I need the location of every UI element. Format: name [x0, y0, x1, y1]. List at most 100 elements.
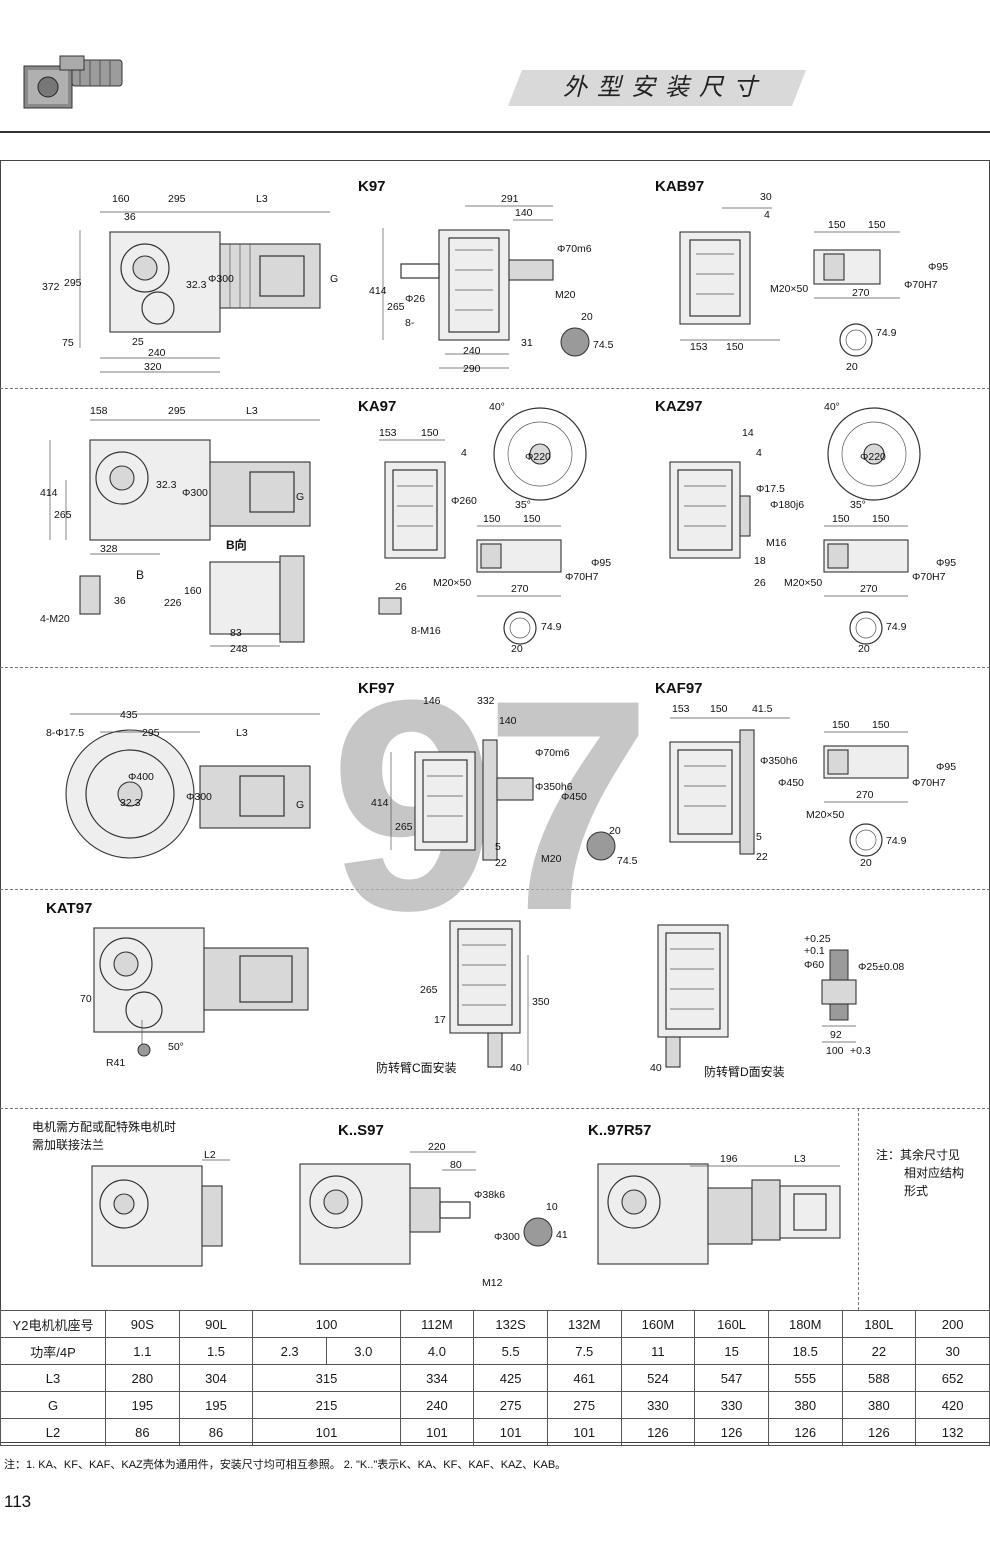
table-cell: 101 — [473, 1418, 548, 1446]
label-ks97: K..S97 — [338, 1122, 384, 1139]
kat97-bushing-detail: Φ60 +0.25 +0.1 Φ25±0.08 92 100 +0.3 — [804, 933, 904, 1057]
table-cell: 132M — [546, 1310, 622, 1338]
dimension-label: 270 — [860, 583, 878, 595]
dimension-label: 4 — [764, 209, 770, 221]
dimension-label: 80 — [450, 1159, 462, 1171]
dimension-label: 100 — [826, 1045, 844, 1057]
kat97-c-mount: 265 17 350 40 — [420, 920, 550, 1074]
dimension-label: 414 — [369, 285, 387, 297]
table-cell: 275 — [473, 1391, 548, 1419]
table-cell: 588 — [841, 1364, 917, 1392]
dimension-label: 8-M16 — [411, 625, 441, 637]
flange-note-1: 电机需方配或配特殊电机时 — [32, 1120, 177, 1134]
dimension-label: Φ350h6 — [535, 781, 573, 793]
dimension-label: Φ38k6 — [474, 1189, 505, 1201]
view-b-arrow: B — [136, 568, 145, 582]
dimension-label: 332 — [477, 695, 495, 707]
side-note-1: 注：其余尺寸见 — [876, 1148, 961, 1162]
dimension-label: Φ300 — [208, 273, 234, 285]
label-k97: K97 — [358, 178, 386, 195]
table-row: L3 280 304 315 334 425 461 524 547 555 5… — [0, 1364, 990, 1392]
dimension-label: 153 — [379, 427, 397, 439]
dimension-label: 22 — [756, 851, 768, 863]
dimension-label: M20×50 — [784, 577, 822, 589]
dimension-label: 40° — [824, 401, 840, 413]
dimension-label: 160 — [184, 585, 202, 597]
dimension-label: M20×50 — [433, 577, 471, 589]
page-title: 外型安装尺寸 — [563, 74, 767, 101]
label-ka97: KA97 — [358, 398, 397, 415]
row-header: 功率/4P — [0, 1337, 106, 1365]
section-divider — [0, 667, 990, 668]
dimension-label: 20 — [846, 361, 858, 373]
table-cell: 461 — [546, 1364, 622, 1392]
table-cell: 380 — [767, 1391, 843, 1419]
table-cell: 112M — [399, 1310, 475, 1338]
dimension-label: 150 — [710, 703, 728, 715]
dimension-label: 150 — [523, 513, 541, 525]
dimension-label: 10 — [546, 1201, 558, 1213]
table-cell: 22 — [841, 1337, 917, 1365]
kab97-views: 30 4 150 150 Φ95 Φ70H7 M20×50 270 153 15… — [679, 191, 948, 373]
dimension-label: 74.9 — [876, 327, 897, 339]
dimension-label: Φ220 — [525, 451, 551, 463]
dimension-label: 92 — [830, 1029, 842, 1041]
table-cell: 160M — [620, 1310, 696, 1338]
dimension-label: 140 — [515, 207, 533, 219]
table-cell: 180M — [767, 1310, 843, 1338]
title-banner — [508, 70, 806, 106]
page-number: 113 — [4, 1492, 32, 1511]
dimension-label: L3 — [794, 1153, 806, 1165]
dimension-label: 220 — [428, 1141, 446, 1153]
flange-note-2: 需加联接法兰 — [32, 1138, 105, 1152]
table-cell: 315 — [252, 1364, 401, 1392]
k97-side-view: 291 140 Φ70m6 414 265 Φ26 8- M20 240 290… — [369, 193, 614, 375]
row-header: Y2电机机座号 — [0, 1310, 106, 1338]
kf97-front-view: 8-Φ17.5 435 295 L3 Φ400 32.3 Φ300 G — [46, 709, 320, 859]
table-cell: 524 — [620, 1364, 696, 1392]
table-cell: 126 — [767, 1418, 843, 1446]
dimension-label: 290 — [463, 363, 481, 375]
dimension-label: Φ350h6 — [760, 755, 798, 767]
dimension-label: G — [296, 491, 304, 503]
dimension-label: Φ300 — [186, 791, 212, 803]
table-cell: 11 — [620, 1337, 696, 1365]
dimension-label: 14 — [742, 427, 754, 439]
dimension-label: 150 — [726, 341, 744, 353]
dimension-label: 320 — [144, 361, 162, 373]
dimension-label: 265 — [395, 821, 413, 833]
dimension-label: 295 — [142, 727, 160, 739]
table-cell: 90L — [178, 1310, 254, 1338]
dimension-label: 22 — [495, 857, 507, 869]
table-cell: 1.5 — [178, 1337, 254, 1365]
dimension-label: M20 — [541, 853, 562, 865]
dimension-label: 20 — [609, 825, 621, 837]
dimension-label: 41.5 — [752, 703, 773, 715]
table-cell: 334 — [399, 1364, 475, 1392]
dimension-label: 40 — [650, 1062, 662, 1074]
label-kaz97: KAZ97 — [655, 398, 703, 415]
dimension-label: 18 — [754, 555, 766, 567]
dimension-label: 74.9 — [886, 621, 907, 633]
dimension-label: 83 — [230, 627, 242, 639]
dimension-label: 265 — [420, 984, 438, 996]
mount-d-label: 防转臂D面安装 — [704, 1065, 785, 1079]
dimension-label: 240 — [148, 347, 166, 359]
dimension-label: Φ300 — [182, 487, 208, 499]
dimension-label: 140 — [499, 715, 517, 727]
dimension-label: 414 — [371, 797, 389, 809]
dimension-label: 295 — [64, 277, 82, 289]
dimension-label: 35° — [515, 499, 531, 511]
dimension-label: Φ17.5 — [756, 483, 785, 495]
dimension-label: +0.1 — [804, 945, 825, 957]
table-cell: 160L — [694, 1310, 769, 1338]
dimension-label: 70 — [80, 993, 92, 1005]
table-cell: 132 — [915, 1418, 990, 1446]
kat97-d-mount: 40 — [650, 924, 729, 1074]
dimension-label: 74.9 — [541, 621, 562, 633]
dimension-label: L3 — [256, 193, 268, 205]
dimension-label: 153 — [672, 703, 690, 715]
dimension-label: Φ70H7 — [904, 279, 938, 291]
dimension-label: L3 — [246, 405, 258, 417]
side-note-3: 形式 — [904, 1184, 929, 1198]
